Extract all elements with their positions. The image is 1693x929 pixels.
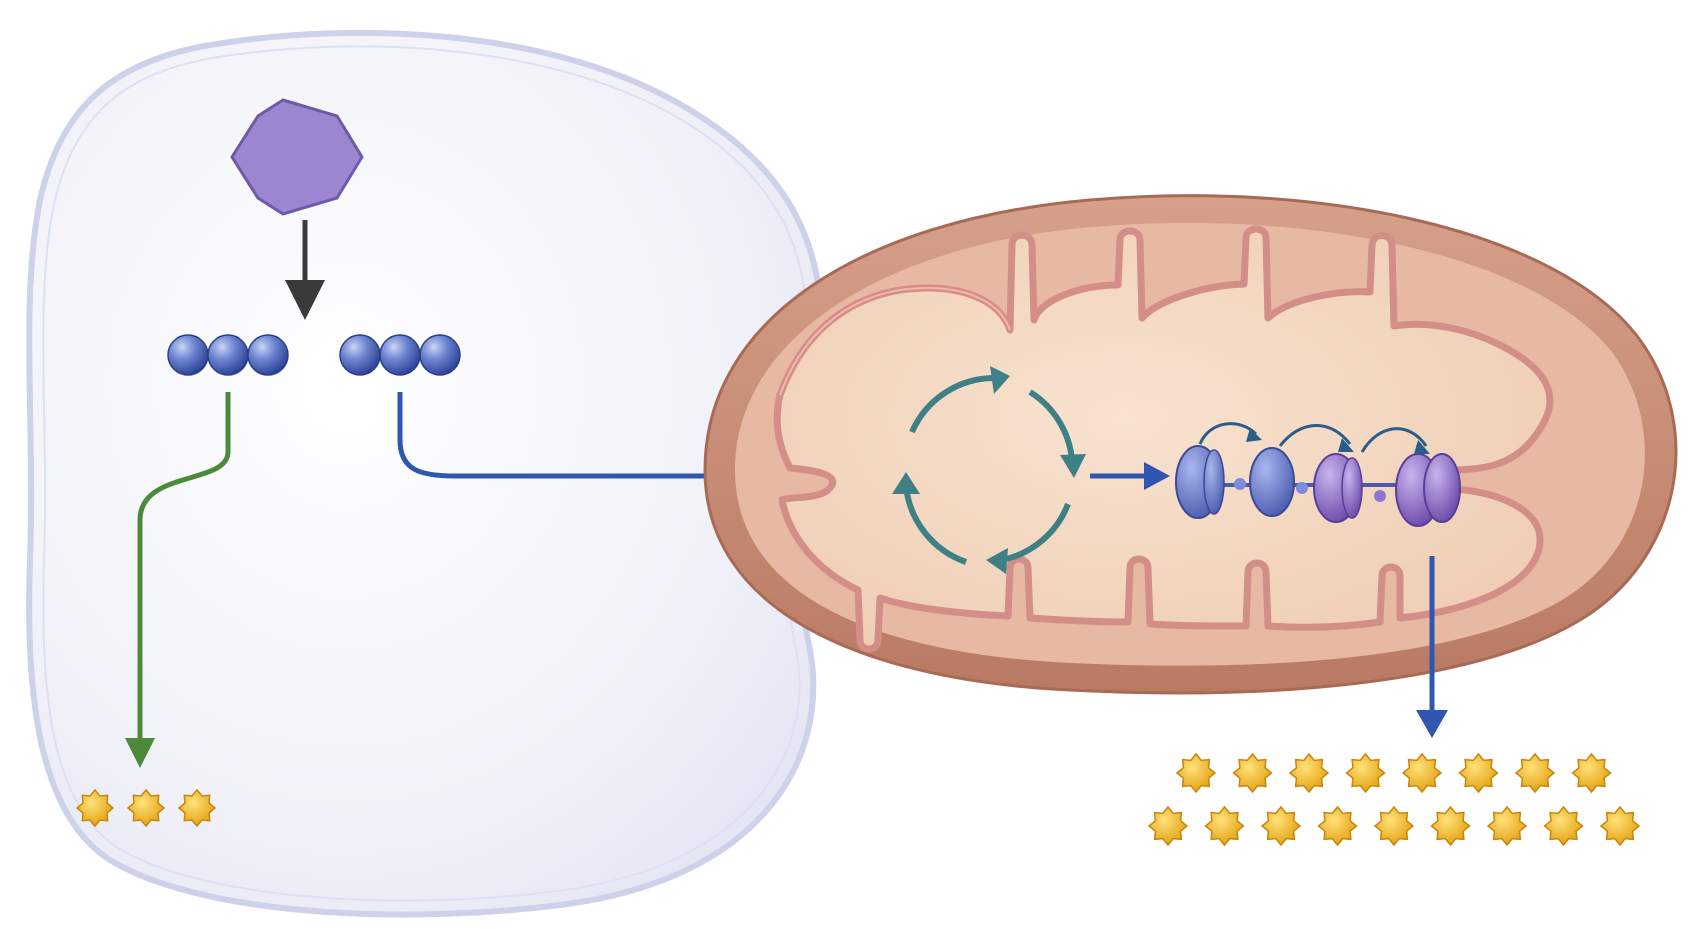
atp-star-icon (1401, 752, 1443, 794)
pyruvate-molecule-right (339, 334, 461, 376)
atp-star-icon (1486, 805, 1528, 847)
atp-star-icon (1458, 752, 1499, 794)
atp-star-icon (1204, 805, 1245, 847)
complex-2 (1249, 447, 1295, 517)
atp-star-icon (1260, 805, 1302, 847)
atp-star-icon (1288, 752, 1330, 794)
glycolysis-atp-stars (75, 788, 217, 828)
glycolysis-arrowhead (125, 738, 155, 768)
glucose-hexagon-icon (230, 98, 364, 216)
atp-star-icon (1317, 805, 1358, 847)
electron-transfer-arrow-2 (1278, 424, 1352, 447)
atp-synthesis-arrowhead (1416, 710, 1448, 738)
atp-star-icon (1175, 752, 1217, 794)
atp-star-icon (1599, 805, 1641, 847)
atp-star-icon (75, 788, 115, 828)
krebs-cycle (892, 366, 1086, 574)
atp-star-icon (1514, 752, 1556, 794)
inner-membrane-highlight (779, 287, 1011, 396)
electron-transfer-arrow-3 (1360, 427, 1428, 453)
atp-star-icon (1373, 805, 1415, 847)
atp-star-icon (1232, 752, 1273, 794)
atp-star-icon (1147, 805, 1189, 847)
atp-star-icon (1571, 752, 1612, 794)
mitochondrial-matrix (773, 225, 1554, 653)
pyruvate-transport-arrow (397, 392, 840, 479)
oxidative-atp-stars (1147, 752, 1641, 847)
glycolysis-atp-arrow (137, 392, 231, 745)
cell-membrane-inner (42, 45, 809, 902)
cycle-to-etc-arrowhead (1144, 462, 1170, 490)
atp-star-icon (1345, 752, 1386, 794)
pyruvate-molecule-left (167, 334, 289, 376)
atp-star-icon (177, 788, 217, 828)
atp-star-icon (1543, 805, 1584, 847)
atp-star-icon (1430, 805, 1471, 847)
electron-transport-chain (1175, 422, 1461, 527)
atp-star-icon (126, 788, 166, 828)
